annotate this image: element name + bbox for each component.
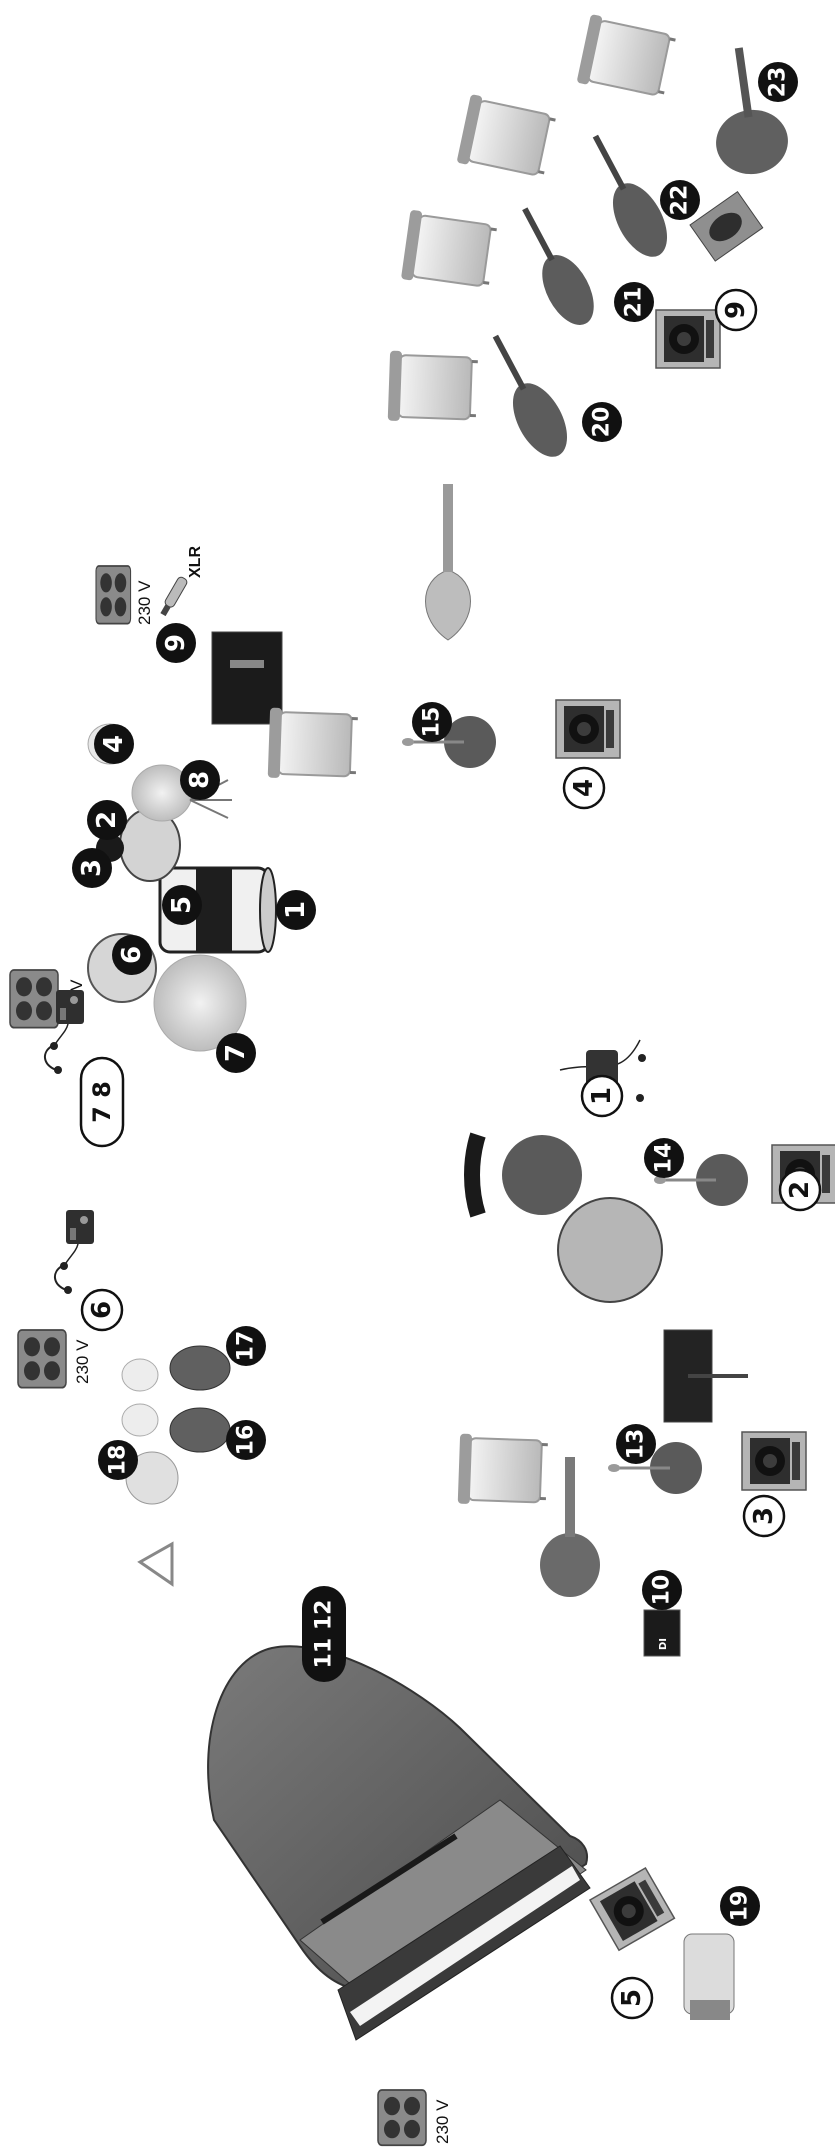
- marker-19: 19: [720, 1886, 760, 1926]
- svg-text:6: 6: [117, 946, 147, 964]
- violin-20: [476, 326, 578, 466]
- marker-17: 17: [226, 1326, 266, 1366]
- marker-20: 20: [582, 402, 622, 442]
- marker-16: 16: [226, 1420, 266, 1460]
- di-label: DI: [658, 1638, 669, 1650]
- marker-5: 5: [162, 885, 202, 925]
- marker-7: 7: [216, 1033, 256, 1073]
- svg-text:20: 20: [590, 407, 615, 438]
- svg-text:16: 16: [234, 1425, 259, 1456]
- svg-text:5: 5: [167, 896, 197, 914]
- marker-2: 2: [87, 800, 127, 840]
- marker-21: 21: [614, 282, 654, 322]
- svg-text:1: 1: [587, 1087, 617, 1105]
- svg-text:3: 3: [77, 859, 107, 877]
- svg-text:2: 2: [785, 1181, 815, 1199]
- svg-text:15: 15: [420, 707, 445, 738]
- monitor-wedge-9b: [690, 192, 763, 261]
- svg-text:6: 6: [87, 1301, 117, 1319]
- marker-14: 14: [644, 1138, 684, 1178]
- monitor-marker-2: 2: [780, 1170, 820, 1210]
- svg-text:7: 7: [221, 1044, 251, 1062]
- chair-bass: [268, 708, 358, 781]
- monitor-marker-1: 1: [582, 1076, 622, 1116]
- monitor-marker-3: 3: [744, 1496, 784, 1536]
- marker-22: 22: [660, 180, 700, 220]
- monitor-marker-7-8: 7 8: [81, 1058, 123, 1146]
- acoustic-guitar: [540, 1457, 600, 1597]
- svg-text:2: 2: [92, 811, 122, 829]
- bass-guitar: [426, 484, 471, 640]
- marker-23: 23: [758, 62, 798, 102]
- svg-text:23: 23: [766, 67, 791, 98]
- marker-4: 4: [94, 724, 134, 764]
- svg-text:13: 13: [624, 1429, 649, 1460]
- power-socket-xlr: [96, 566, 131, 624]
- marker-18: 18: [98, 1440, 138, 1480]
- monitor-wedge-4: [556, 700, 620, 758]
- svg-text:1: 1: [281, 901, 311, 919]
- voltage-label: 230 V: [73, 1339, 92, 1384]
- conga-17: [170, 1346, 230, 1390]
- percussion-seat: [472, 1135, 582, 1215]
- marker-10: 10: [642, 1570, 682, 1610]
- triangle-icon: [140, 1544, 172, 1584]
- voltage-label: 230 V: [135, 580, 154, 625]
- svg-text:4: 4: [99, 735, 129, 753]
- xlr-label: XLR: [187, 546, 204, 578]
- chair-guitar: [458, 1434, 548, 1507]
- svg-text:10: 10: [650, 1575, 675, 1606]
- marker-3: 3: [72, 848, 112, 888]
- marker-6: 6: [112, 935, 152, 975]
- monitor-wedge-9a: [656, 310, 720, 368]
- conga-16: [170, 1408, 230, 1452]
- di-box-10: DI: [644, 1610, 680, 1656]
- power-socket-perc: [18, 1330, 66, 1388]
- marker-9: 9: [156, 623, 196, 663]
- grand-piano: [208, 1646, 590, 2040]
- svg-text:3: 3: [749, 1507, 779, 1525]
- svg-text:17: 17: [234, 1331, 259, 1362]
- svg-text:19: 19: [728, 1891, 753, 1922]
- voltage-label: 230 V: [433, 2099, 452, 2144]
- marker-13: 13: [616, 1424, 656, 1464]
- monitor-marker-5: 5: [612, 1978, 652, 2018]
- accordion-19: [684, 1934, 734, 2020]
- svg-text:9: 9: [161, 634, 191, 652]
- marker-15: 15: [412, 702, 452, 742]
- svg-text:7 8: 7 8: [88, 1081, 116, 1123]
- monitor-marker-6: 6: [82, 1290, 122, 1330]
- monitor-marker-4: 4: [564, 768, 604, 808]
- svg-text:11 12: 11 12: [312, 1600, 337, 1669]
- percussion-table: [558, 1198, 662, 1302]
- svg-text:4: 4: [569, 779, 599, 797]
- violin-21: [506, 199, 604, 334]
- xlr-connector-icon: [159, 576, 189, 617]
- svg-text:14: 14: [652, 1143, 677, 1174]
- marker-8: 8: [180, 760, 220, 800]
- power-socket-drums: [10, 970, 58, 1028]
- marker-11-12: 11 12: [302, 1586, 346, 1682]
- monitor-wedge-3: [742, 1432, 806, 1490]
- svg-text:18: 18: [106, 1445, 131, 1476]
- svg-text:5: 5: [617, 1989, 647, 2007]
- monitor-marker-9: 9: [716, 290, 756, 330]
- marker-1: 1: [276, 890, 316, 930]
- power-socket-piano: [378, 2090, 426, 2145]
- music-stand: [664, 1330, 748, 1422]
- svg-text:21: 21: [622, 287, 647, 318]
- svg-text:22: 22: [668, 185, 693, 216]
- monitor-wedge-5: [590, 1868, 674, 1950]
- in-ear-monitor-6: [55, 1210, 94, 1294]
- svg-text:8: 8: [185, 771, 215, 789]
- svg-text:9: 9: [721, 301, 751, 319]
